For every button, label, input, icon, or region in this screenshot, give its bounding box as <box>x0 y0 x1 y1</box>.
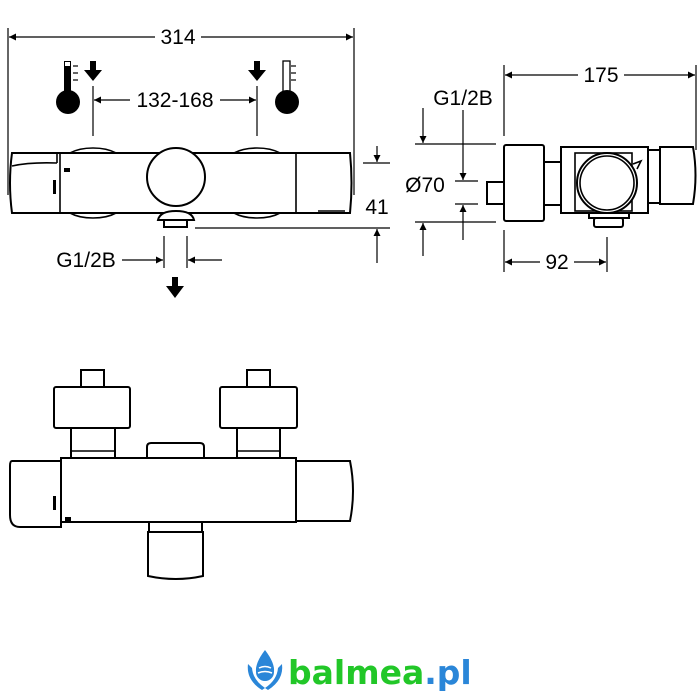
dim-diameter: Ø70 <box>405 174 445 197</box>
cap-mark <box>53 496 56 510</box>
temperature-mark <box>64 168 70 172</box>
hand-icon <box>265 664 283 690</box>
inlet-neck <box>543 161 563 206</box>
logo-name-main: balmea <box>288 653 424 692</box>
outlet-thread <box>163 219 188 228</box>
dim-inlet-thread: G1/2B <box>433 87 493 110</box>
right-inlet-stub <box>246 369 271 389</box>
inlet-rosette-bottom <box>233 212 281 219</box>
front-view: 314 132-168 <box>7 26 390 298</box>
cap-mark <box>53 180 56 194</box>
knob-lever <box>632 159 643 170</box>
right-inlet-nut <box>219 386 298 429</box>
top-view <box>9 369 354 580</box>
outlet-neck <box>148 521 203 533</box>
dim-outlet-offset: 92 <box>545 251 568 274</box>
side-knob-inner <box>579 155 635 211</box>
outlet-dome <box>156 209 196 221</box>
right-cap <box>659 146 697 205</box>
outlet-cap <box>147 531 204 580</box>
top-bump <box>146 442 205 460</box>
top-body <box>60 457 297 523</box>
inlet-stub <box>486 181 505 205</box>
right-cap <box>295 460 354 522</box>
side-view: 175 G1/2B Ø70 92 <box>405 64 697 274</box>
left-inlet-stub <box>80 369 105 389</box>
inlet-rosette-top <box>233 147 281 154</box>
hot-thermometer-icon <box>56 61 80 114</box>
logo-text: balmea.pl <box>288 653 472 692</box>
temperature-mark <box>65 517 71 521</box>
side-knob <box>576 152 638 214</box>
outlet-arrow-icon <box>166 277 184 298</box>
inlet-arrow-icon <box>84 61 102 81</box>
logo-name-suffix: .pl <box>424 653 471 692</box>
dim-depth: 175 <box>583 64 618 87</box>
dim-outlet-thread: G1/2B <box>56 249 116 272</box>
inlet-rosette-top <box>69 147 117 154</box>
diverter-knob <box>146 147 206 207</box>
balmea-logo: balmea.pl <box>247 650 472 692</box>
left-inlet-nut <box>53 386 131 429</box>
hand-icon <box>247 664 265 690</box>
water-drop-icon <box>255 650 275 681</box>
cap-detail <box>11 162 58 167</box>
cold-thermometer-icon <box>275 60 299 114</box>
dim-inlet-spacing: 132-168 <box>136 89 213 112</box>
left-cap <box>9 460 62 528</box>
right-inlet-neck <box>236 427 281 460</box>
right-neck <box>647 149 661 204</box>
dim-height: 41 <box>365 196 388 219</box>
inlet-arrow-icon <box>248 61 266 81</box>
left-inlet-neck <box>70 427 116 460</box>
inlet-rosette-bottom <box>69 212 117 219</box>
outlet-thread <box>593 217 624 228</box>
dim-overall-width: 314 <box>160 26 195 49</box>
wall-rosette <box>503 144 545 222</box>
